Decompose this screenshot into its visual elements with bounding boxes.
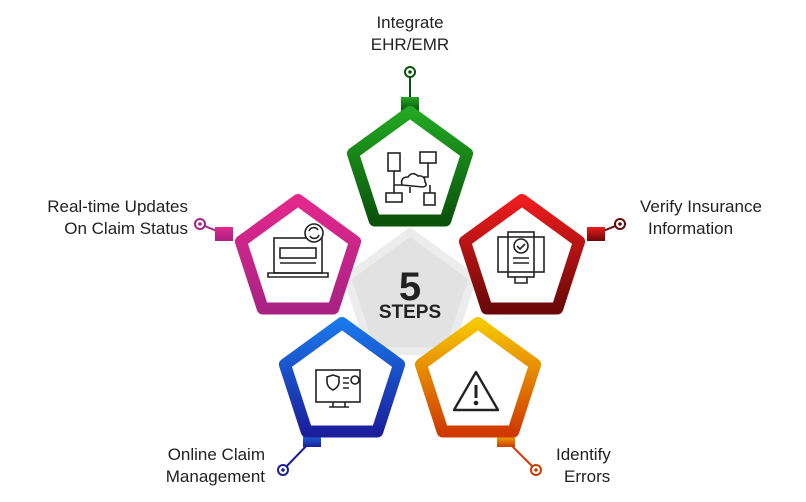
cloud-network-icon: [385, 151, 437, 206]
steps-count: 5: [399, 265, 421, 309]
laptop-sync-icon: [267, 223, 329, 278]
connector-dot-core: [198, 222, 202, 226]
step-pentagon: [278, 317, 406, 438]
label-line: Verify Insurance: [640, 197, 762, 216]
step-label-online-claim: Online Claim Management: [110, 444, 265, 488]
connector-tab: [401, 97, 419, 111]
center-pentagon: [343, 228, 477, 356]
label-line: Online Claim: [167, 445, 265, 464]
connector-tab: [587, 227, 605, 241]
steps-word: STEPS: [379, 302, 441, 323]
label-line: Errors: [564, 467, 611, 486]
step-label-identify: Identify Errors: [556, 444, 676, 488]
label-line: EHR/EMR: [370, 35, 450, 54]
monitor-shield-icon: [315, 369, 361, 408]
label-line: Management: [165, 467, 265, 486]
label-line: Identify: [556, 445, 611, 464]
step-pentagon: [346, 106, 474, 227]
center-pentagon-shape: [343, 228, 477, 356]
connector-dot-core: [534, 468, 538, 472]
center-label: 5 STEPS: [379, 265, 441, 323]
step-pentagon: [458, 194, 586, 315]
connector-dot-core: [618, 222, 622, 226]
connector-dot-core: [281, 468, 285, 472]
step-pentagon: [234, 194, 362, 315]
connector-tab: [215, 227, 233, 241]
label-line: Information: [648, 219, 734, 238]
label-line: On Claim Status: [64, 219, 188, 238]
connector-dot-core: [408, 70, 412, 74]
warning-icon: [452, 370, 500, 412]
label-line: Integrate: [376, 13, 444, 32]
step-label-verify: Verify Insurance Information: [640, 196, 800, 240]
monitor-check-icon: [497, 231, 545, 284]
step-label-integrate: Integrate EHR/EMR: [340, 12, 480, 56]
step-icons: [267, 151, 545, 412]
step-label-realtime: Real-time Updates On Claim Status: [0, 196, 188, 240]
label-line: Real-time Updates: [47, 197, 188, 216]
